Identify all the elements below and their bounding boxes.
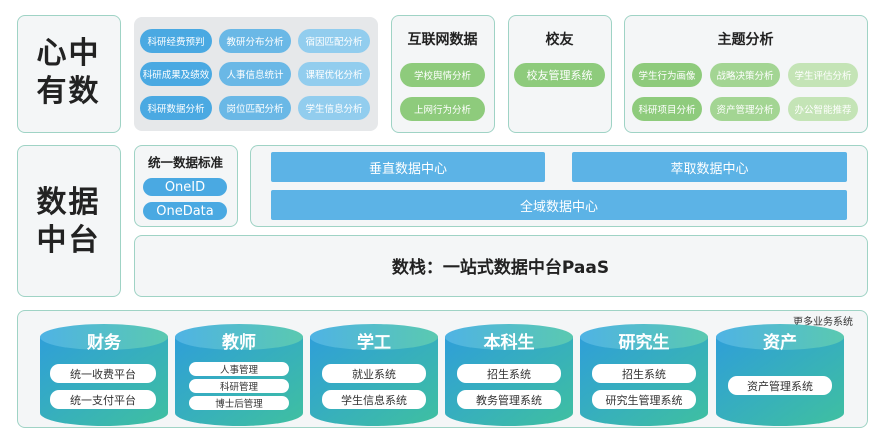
cylinder-student-affairs-title: 学工 <box>357 333 391 353</box>
global-data-center[interactable]: 全域数据中心 <box>271 190 847 220</box>
paas-panel: 数栈：一站式数据中台PaaS <box>134 235 868 297</box>
grid-pill-5[interactable]: 人事信息统计 <box>219 62 291 86</box>
row1-title-line1: 心中 <box>36 36 101 71</box>
student-affairs-item-2[interactable]: 学生信息系统 <box>322 390 426 409</box>
grid-pill-9[interactable]: 学生信息分析 <box>298 96 370 120</box>
topic-pill-4[interactable]: 科研项目分析 <box>632 97 702 121</box>
topic-pill-2[interactable]: 战略决策分析 <box>710 63 780 87</box>
undergraduate-item-2[interactable]: 教务管理系统 <box>457 390 561 409</box>
extract-data-center[interactable]: 萃取数据中心 <box>572 152 847 182</box>
finance-item-1[interactable]: 统一收费平台 <box>50 364 156 383</box>
cylinder-student-affairs: 学工 就业系统 学生信息系统 <box>310 324 438 426</box>
internet-data-title: 互联网数据 <box>407 32 478 48</box>
teacher-item-3[interactable]: 博士后管理 <box>189 396 289 410</box>
more-systems-label: 更多业务系统 <box>793 317 853 328</box>
data-center-panel: 垂直数据中心 萃取数据中心 全域数据中心 <box>250 145 868 227</box>
oneid-pill[interactable]: OneID <box>143 178 227 196</box>
vertical-data-center[interactable]: 垂直数据中心 <box>271 152 545 182</box>
row1-title-panel: 心中 有数 <box>17 15 121 133</box>
alumni-title: 校友 <box>545 32 574 48</box>
grid-pill-1[interactable]: 科研经费预判 <box>140 29 212 53</box>
cylinder-finance-title: 财务 <box>87 333 121 353</box>
topic-analysis-panel: 主题分析 学生行为画像 战略决策分析 学生评估分析 科研项目分析 资产管理分析 … <box>624 15 868 133</box>
onedata-pill[interactable]: OneData <box>143 202 227 220</box>
row2-title-panel: 数据 中台 <box>17 145 121 297</box>
grid-pill-2[interactable]: 教研分布分析 <box>219 29 291 53</box>
graduate-item-1[interactable]: 招生系统 <box>592 364 696 383</box>
row1-title: 心中 有数 <box>18 35 119 111</box>
data-standard-title: 统一数据标准 <box>147 155 223 170</box>
cylinder-assets: 资产 资产管理系统 <box>716 324 844 426</box>
undergraduate-item-1[interactable]: 招生系统 <box>457 364 561 383</box>
student-affairs-item-1[interactable]: 就业系统 <box>322 364 426 383</box>
alumni-pill-1[interactable]: 校友管理系统 <box>514 63 605 87</box>
grid-pill-7[interactable]: 科研数据分析 <box>140 96 212 120</box>
row2-title: 数据 中台 <box>18 184 119 260</box>
teacher-item-2[interactable]: 科研管理 <box>189 379 289 393</box>
row2-title-line2: 中台 <box>36 223 101 258</box>
cylinder-teacher: 教师 人事管理 科研管理 博士后管理 <box>175 324 303 426</box>
grid-pill-8[interactable]: 岗位匹配分析 <box>219 96 291 120</box>
row2-title-line1: 数据 <box>36 185 101 220</box>
cylinder-undergraduate-title: 本科生 <box>483 333 535 353</box>
internet-data-panel: 互联网数据 学校舆情分析 上网行为分析 <box>391 15 495 133</box>
row1-title-line2: 有数 <box>36 74 101 109</box>
topic-pill-1[interactable]: 学生行为画像 <box>632 63 702 87</box>
alumni-panel: 校友 校友管理系统 <box>508 15 612 133</box>
cylinder-finance: 财务 统一收费平台 统一支付平台 <box>40 324 168 426</box>
cylinder-graduate-title: 研究生 <box>618 333 670 353</box>
finance-item-2[interactable]: 统一支付平台 <box>50 390 156 409</box>
internet-pill-2[interactable]: 上网行为分析 <box>400 97 485 121</box>
grid-pill-6[interactable]: 课程优化分析 <box>298 62 370 86</box>
topic-analysis-title: 主题分析 <box>717 32 774 48</box>
teacher-item-1[interactable]: 人事管理 <box>189 362 289 376</box>
assets-item-1[interactable]: 资产管理系统 <box>728 376 832 395</box>
paas-title: 数栈：一站式数据中台PaaS <box>391 258 610 278</box>
topic-pill-3[interactable]: 学生评估分析 <box>788 63 858 87</box>
topic-pill-6[interactable]: 办公智能推荐 <box>788 97 858 121</box>
grid-pill-4[interactable]: 科研成果及绩效 <box>140 62 212 86</box>
cylinder-assets-title: 资产 <box>763 333 797 353</box>
internet-pill-1[interactable]: 学校舆情分析 <box>400 63 485 87</box>
data-standard-panel: 统一数据标准 OneID OneData <box>134 145 238 227</box>
cylinder-graduate: 研究生 招生系统 研究生管理系统 <box>580 324 708 426</box>
analysis-grid-panel: 科研经费预判 教研分布分析 宿因匹配分析 科研成果及绩效 人事信息统计 课程优化… <box>134 17 378 131</box>
graduate-item-2[interactable]: 研究生管理系统 <box>592 390 696 409</box>
topic-pill-5[interactable]: 资产管理分析 <box>710 97 780 121</box>
cylinder-undergraduate: 本科生 招生系统 教务管理系统 <box>445 324 573 426</box>
cylinder-teacher-title: 教师 <box>222 333 256 353</box>
grid-pill-3[interactable]: 宿因匹配分析 <box>298 29 370 53</box>
